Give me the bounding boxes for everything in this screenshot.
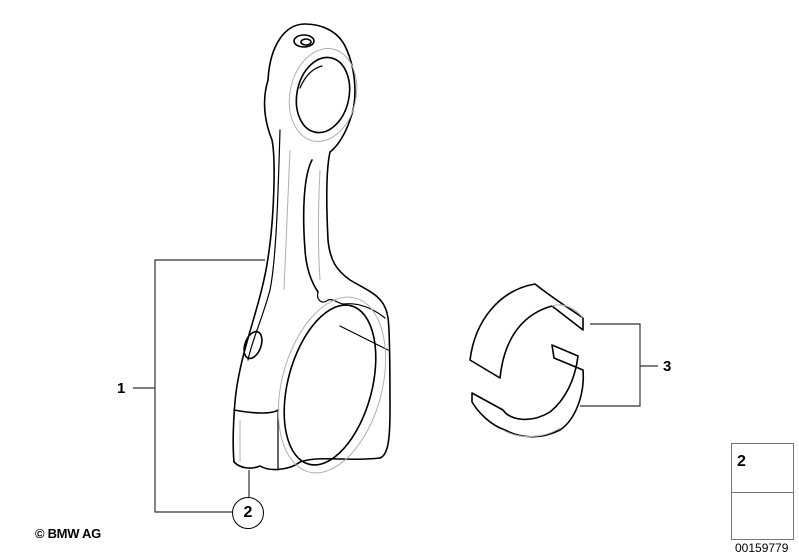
legend-number: 2 xyxy=(737,453,746,470)
bearing-shells-detail-lines xyxy=(502,304,584,437)
callout-3[interactable]: 3 xyxy=(663,358,672,375)
callout-1[interactable]: 1 xyxy=(117,380,126,397)
legend-divider xyxy=(732,492,793,493)
document-number: 00159779 xyxy=(735,541,789,555)
legend-box: 2 xyxy=(731,443,794,540)
bearing-shells-drawing[interactable] xyxy=(469,283,585,438)
callout-2[interactable]: 2 xyxy=(232,497,264,529)
connecting-rod-detail-lines xyxy=(239,48,387,474)
copyright: © BMW AG xyxy=(35,526,101,541)
callout-2-label: 2 xyxy=(243,504,253,521)
leader-lines xyxy=(133,259,658,513)
connecting-rod-drawing[interactable] xyxy=(232,23,392,475)
